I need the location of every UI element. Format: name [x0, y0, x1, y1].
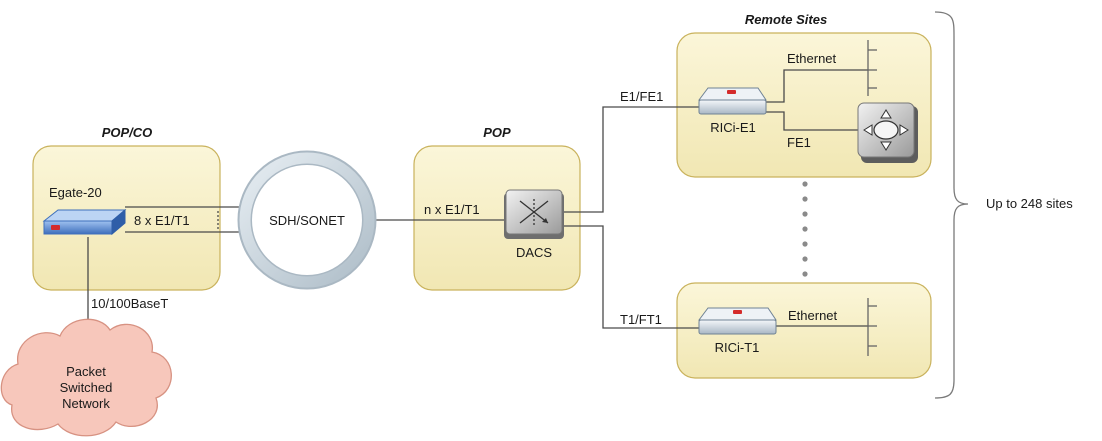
- rici-t1-label: RICi-T1: [714, 340, 760, 355]
- pop-title: POP: [483, 125, 511, 140]
- ethernet-bus-t1: [867, 298, 877, 356]
- cloud-label-line-1: Packet: [66, 364, 106, 379]
- cables: [87, 69, 868, 330]
- dacs-device: [504, 189, 564, 239]
- egate-trunks-label: 8 x E1/T1: [134, 213, 190, 228]
- egate-label: Egate-20: [49, 185, 102, 200]
- rici-e1-link-label: E1/FE1: [620, 89, 664, 104]
- pop-co-title: POP/CO: [101, 125, 153, 140]
- pop-co-box: [32, 145, 221, 291]
- dacs-label: DACS: [515, 245, 553, 260]
- more-sites-dots: [802, 181, 808, 277]
- packet-network-cloud: [0, 318, 172, 437]
- scale-note: Up to 248 sites: [986, 196, 1073, 211]
- cloud-label-line-3: Network: [62, 396, 110, 411]
- pop-box: [413, 145, 581, 291]
- router-device: [857, 102, 918, 163]
- rici-e1-label: RICi-E1: [710, 120, 756, 135]
- cloud-label-line-2: Switched: [59, 380, 113, 395]
- ring-label: SDH/SONET: [269, 213, 345, 228]
- ethernet-bus-e1: [867, 40, 877, 96]
- rici-t1-link-label: T1/FT1: [620, 312, 662, 327]
- remote-sites-brace: [934, 11, 969, 399]
- t1-ethernet-label: Ethernet: [788, 308, 838, 323]
- dacs-arrow-icon: [542, 218, 548, 223]
- sdh-sonet-ring: [237, 150, 377, 290]
- rici-e1-device: [698, 87, 767, 115]
- pop-trunks-label: n x E1/T1: [424, 202, 480, 217]
- e1-ethernet-label: Ethernet: [787, 51, 837, 66]
- egate-20-device: [42, 208, 127, 236]
- rici-t1-device: [698, 307, 777, 335]
- remote-sites-title: Remote Sites: [744, 12, 828, 27]
- egate-lan-label: 10/100BaseT: [91, 296, 169, 311]
- e1-fe1-label: FE1: [787, 135, 811, 150]
- router-arrows-icon: [863, 109, 909, 151]
